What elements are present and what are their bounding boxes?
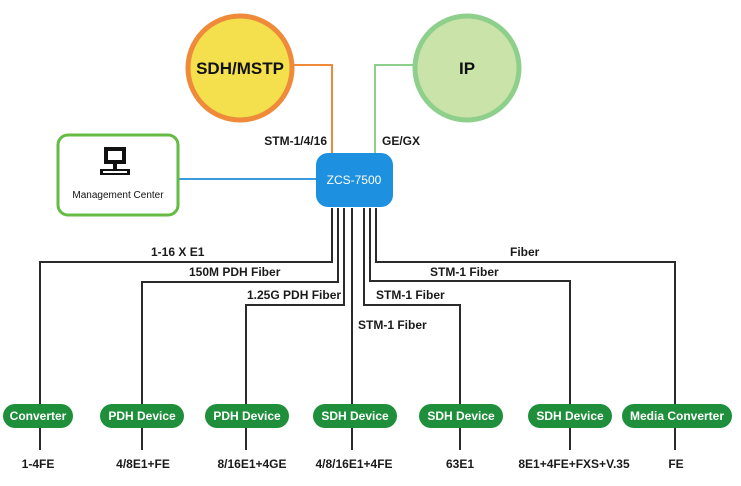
device-converter: Converter (3, 404, 73, 428)
zcs-7500-hub (316, 153, 393, 207)
device-link-label-3: 1.25G PDH Fiber (247, 288, 341, 302)
ip-cloud (412, 13, 522, 123)
ip-label: IP (459, 59, 475, 78)
device-ports-1: 1-4FE (22, 457, 55, 471)
computer-icon (100, 147, 130, 175)
device-label-1: Converter (10, 409, 67, 423)
device-ports-3: 8/16E1+4GE (217, 457, 286, 471)
device-link-line-1 (39, 208, 333, 450)
device-media-converter: Media Converter (622, 404, 732, 428)
device-link-label-4: STM-1 Fiber (358, 318, 427, 332)
device-sdh-3: SDH Device (528, 404, 612, 428)
device-link-label-5: STM-1 Fiber (376, 288, 445, 302)
ip-link-label: GE/GX (382, 134, 420, 148)
device-label-5: SDH Device (427, 409, 495, 423)
device-link-line-6 (369, 208, 571, 450)
device-label-6: SDH Device (536, 409, 604, 423)
device-label-3: PDH Device (213, 409, 281, 423)
device-ports-4: 4/8/16E1+4FE (315, 457, 392, 471)
device-sdh-1: SDH Device (313, 404, 397, 428)
sdh-mstp-label: SDH/MSTP (196, 59, 284, 78)
device-link-line-7 (375, 208, 676, 450)
device-ports-6: 8E1+4FE+FXS+V.35 (518, 457, 630, 471)
device-link-label-7: Fiber (510, 245, 540, 259)
device-label-4: SDH Device (321, 409, 389, 423)
device-link-line-5 (363, 208, 461, 450)
sdh-uplink-line (287, 64, 333, 155)
device-link-label-6: STM-1 Fiber (430, 265, 499, 279)
device-ports-7: FE (668, 457, 683, 471)
device-ports-5: 63E1 (446, 457, 474, 471)
device-link-label-2: 150M PDH Fiber (189, 265, 281, 279)
device-label-7: Media Converter (630, 409, 724, 423)
device-pdh-1: PDH Device (100, 404, 184, 428)
device-link-label-1: 1-16 X E1 (151, 245, 205, 259)
device-sdh-2: SDH Device (419, 404, 503, 428)
device-pdh-2: PDH Device (205, 404, 289, 428)
hub-label: ZCS-7500 (327, 173, 382, 187)
device-label-2: PDH Device (108, 409, 176, 423)
device-link-line-3 (245, 208, 345, 450)
ip-uplink-line (374, 64, 414, 155)
device-link-line-2 (141, 208, 339, 450)
sdh-link-label: STM-1/4/16 (264, 134, 327, 148)
sdh-mstp-cloud (185, 13, 295, 123)
device-ports-2: 4/8E1+FE (116, 457, 170, 471)
management-center-label: Management Center (72, 190, 164, 201)
